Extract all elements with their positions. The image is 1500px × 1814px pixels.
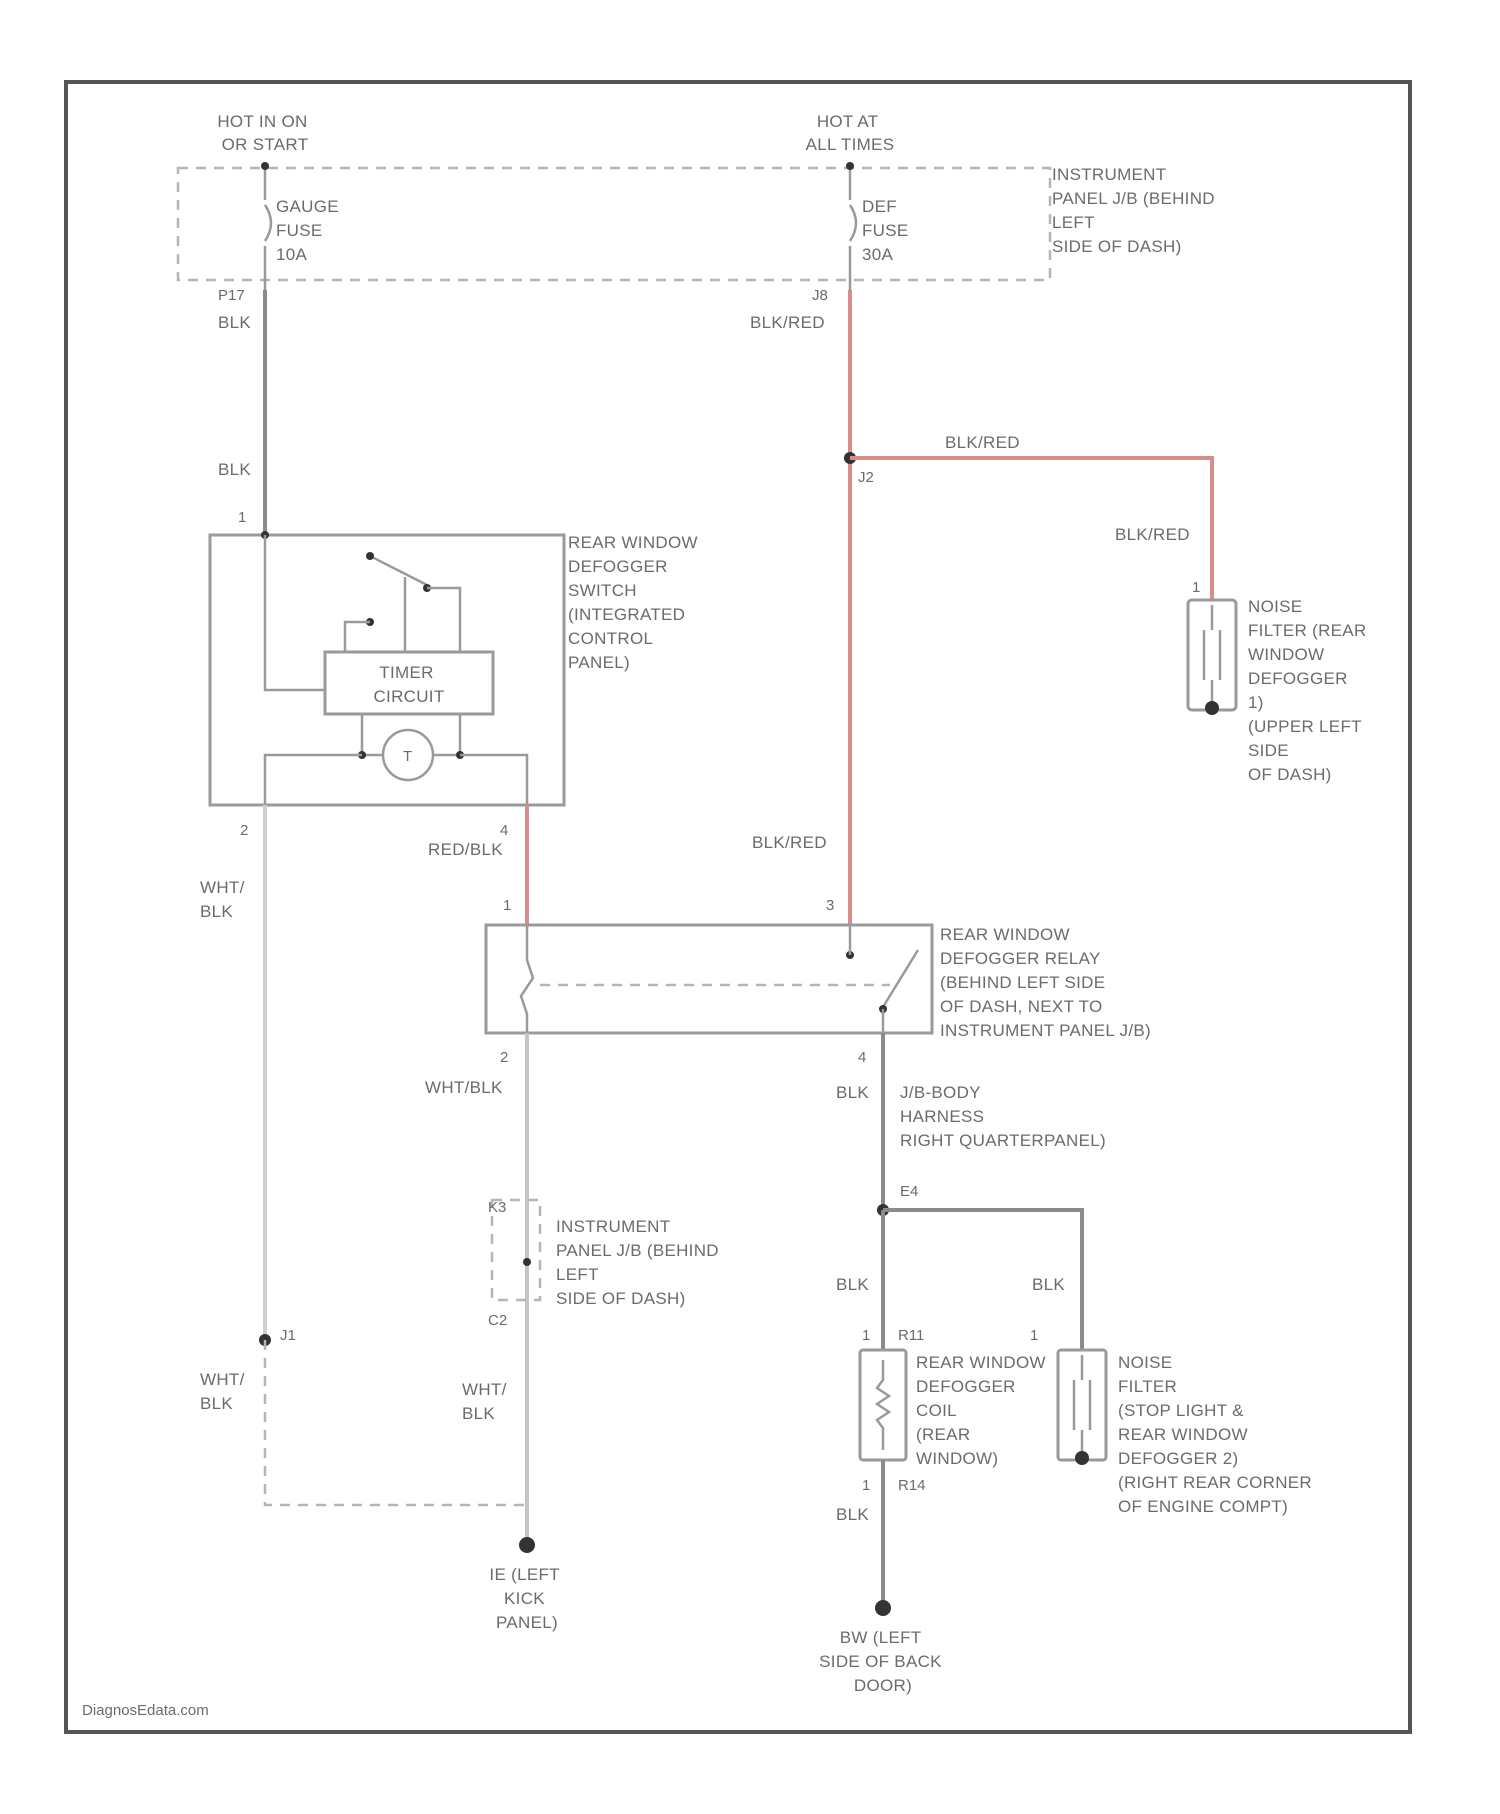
defogger-switch-label: REAR WINDOW DEFOGGER SWITCH (INTEGRATED … [568, 533, 703, 672]
source-hot-run-start: HOT IN ON OR START [217, 112, 312, 154]
relay-pin-3: 3 [826, 897, 834, 914]
noise-filter-2 [1058, 1350, 1106, 1465]
wire-label-red-blk: RED/BLK [428, 840, 503, 859]
relay-pin-4: 4 [858, 1049, 866, 1066]
ground-ie-label: IE (LEFT KICK PANEL) [489, 1565, 564, 1632]
connector-j1: J1 [280, 1327, 296, 1344]
gauge-fuse-label: GAUGE FUSE 10A [276, 197, 344, 264]
defogger-coil-label: REAR WINDOW DEFOGGER COIL (REAR WINDOW) [916, 1353, 1051, 1468]
wire-label-blk-f: BLK [836, 1505, 869, 1524]
relay-pin-1: 1 [503, 897, 511, 914]
junction-block-top-label: INSTRUMENT PANEL J/B (BEHIND LEFT SIDE O… [1052, 165, 1220, 256]
def-fuse [846, 162, 856, 290]
noise-filter-1 [1188, 600, 1236, 715]
wire-label-blk-red-d: BLK/RED [752, 833, 827, 852]
noise-filter-2-label: NOISE FILTER (STOP LIGHT & REAR WINDOW D… [1118, 1353, 1317, 1516]
ground-bw-label: BW (LEFT SIDE OF BACK DOOR) [819, 1628, 947, 1695]
wire-label-blk-d: BLK [836, 1275, 869, 1294]
wire-label-blk-a: BLK [218, 313, 251, 332]
noise-filter-1-label: NOISE FILTER (REAR WINDOW DEFOGGER 1) (U… [1248, 597, 1372, 784]
defogger-relay-label: REAR WINDOW DEFOGGER RELAY (BEHIND LEFT … [940, 925, 1151, 1040]
ground-ie [519, 1537, 535, 1553]
connector-r11: R11 [898, 1327, 924, 1344]
wire-label-blk-red-b: BLK/RED [945, 433, 1020, 452]
source-hot-all-times: HOT AT ALL TIMES [806, 112, 895, 154]
connector-j2: J2 [858, 469, 874, 486]
defogger-coil [860, 1350, 906, 1460]
wire-label-blk-red-c: BLK/RED [1115, 525, 1190, 544]
defogger-switch-pin-4: 4 [500, 822, 508, 839]
wire-label-blk-c: BLK [836, 1083, 869, 1102]
coil-pin-bottom: 1 [862, 1477, 870, 1494]
ground-bw [875, 1600, 891, 1616]
connector-e4: E4 [900, 1183, 918, 1200]
wire-label-wht-blk-b: WHT/BLK [425, 1078, 503, 1097]
harness-note: J/B-BODY HARNESS RIGHT QUARTERPANEL) [900, 1083, 1106, 1150]
wire-label-blk-e: BLK [1032, 1275, 1065, 1294]
relay-pin-2: 2 [500, 1049, 508, 1066]
wire-label-wht-blk-a: WHT/ BLK [200, 878, 250, 921]
defogger-switch-pin-1: 1 [238, 509, 246, 526]
connector-r14: R14 [898, 1477, 926, 1494]
def-fuse-label: DEF FUSE 30A [862, 197, 914, 264]
junction-block-lower-label: INSTRUMENT PANEL J/B (BEHIND LEFT SIDE O… [556, 1217, 724, 1308]
noise-filter-1-pin: 1 [1192, 579, 1200, 596]
defogger-switch-pin-2: 2 [240, 822, 248, 839]
connector-c2: C2 [488, 1312, 507, 1329]
wire-label-wht-blk-d: WHT/ BLK [462, 1380, 512, 1423]
timer-circuit-label: TIMER CIRCUIT [373, 663, 444, 706]
wire-label-blk-red-a: BLK/RED [750, 313, 825, 332]
gauge-fuse [261, 162, 271, 290]
coil-pin-top: 1 [862, 1327, 870, 1344]
connector-k3: K3 [488, 1199, 506, 1216]
noise-filter-2-pin: 1 [1030, 1327, 1038, 1344]
connector-p17: P17 [218, 287, 245, 304]
connector-j8: J8 [812, 287, 828, 304]
wire-label-blk-b: BLK [218, 460, 251, 479]
svg-text:T: T [403, 748, 412, 765]
defogger-relay [486, 925, 932, 1033]
watermark: DiagnosEdata.com [82, 1702, 209, 1719]
wire-label-wht-blk-c: WHT/ BLK [200, 1370, 250, 1413]
